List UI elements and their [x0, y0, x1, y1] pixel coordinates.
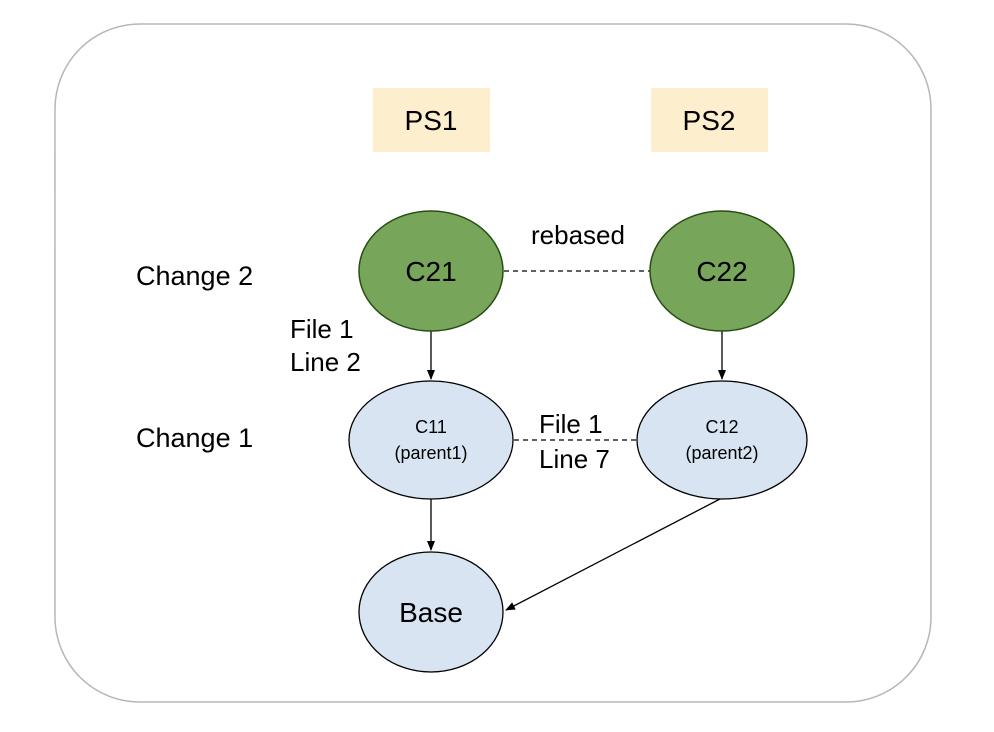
base-node-label: Base [399, 597, 463, 628]
ps2-header-label: PS2 [683, 105, 736, 136]
c22-node-label: C22 [696, 256, 747, 287]
c21-node-label: C21 [405, 256, 456, 287]
c12-node[interactable] [636, 380, 808, 500]
c21-c11-edge-label-line2: Line 2 [290, 347, 361, 377]
c11-c12-edge-label-line1: File 1 [539, 409, 603, 439]
ps2-header-box [651, 88, 768, 152]
c22-node[interactable] [649, 210, 795, 332]
c11-node-label: C11 [415, 417, 447, 437]
c21-node[interactable] [358, 210, 504, 332]
diagram-frame [54, 23, 932, 703]
c21-c11-edge-label-line1: File 1 [290, 314, 354, 344]
c11-c12-edge-label-line2: Line 7 [539, 444, 610, 474]
rebased-edge-label: rebased [531, 220, 625, 250]
c12-node-label: C12 [705, 417, 738, 437]
base-node[interactable] [358, 551, 504, 673]
ps1-header-box [373, 88, 490, 152]
c12-to-base-edge [505, 498, 721, 611]
c12-node-sublabel: (parent2) [685, 443, 758, 463]
change2-row-label: Change 2 [136, 261, 253, 291]
c11-node[interactable] [348, 380, 514, 500]
c11-node-sublabel: (parent1) [394, 443, 467, 463]
change1-row-label: Change 1 [136, 423, 253, 453]
ps1-header-label: PS1 [405, 105, 458, 136]
